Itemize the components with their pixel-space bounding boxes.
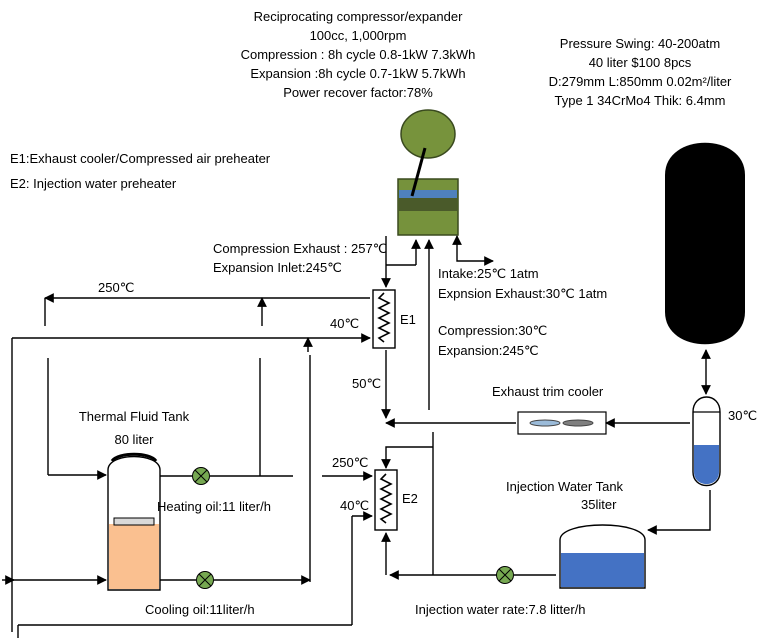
compressor-piston — [399, 190, 457, 198]
legend: E1:Exhaust cooler/Compressed air preheat… — [10, 151, 271, 191]
piping — [2, 235, 711, 638]
label-40-e2: 40℃ — [340, 498, 369, 513]
label-250-top: 250℃ — [98, 280, 134, 295]
pump-cooling — [196, 571, 214, 589]
heat-exchanger-e1 — [372, 289, 396, 349]
pressure-vessel — [665, 142, 745, 345]
label-50: 50℃ — [352, 376, 381, 391]
label-intake: Intake:25℃ 1atm — [438, 266, 539, 281]
diagram-labels: Compression Exhaust : 257℃ Expansion Inl… — [79, 241, 757, 617]
label-injection-rate: Injection water rate:7.8 litter/h — [415, 602, 586, 617]
tank-divider — [113, 517, 155, 526]
injection-water-level — [561, 553, 644, 587]
compressor-cylinder — [399, 198, 457, 211]
pump-heating — [192, 467, 210, 485]
label-exhaust-trim-cooler: Exhaust trim cooler — [492, 384, 604, 399]
label-expansion-245: Expansion:245℃ — [438, 343, 539, 358]
label-e2: E2 — [402, 491, 418, 506]
pressure-swing: Pressure Swing: 40-200atm — [560, 36, 720, 51]
label-injection-volume: 35liter — [581, 497, 617, 512]
separator — [692, 396, 721, 487]
compressor-title: Reciprocating compressor/expander — [254, 9, 463, 24]
pump-injection — [496, 566, 514, 584]
label-expansion-inlet: Expansion Inlet:245℃ — [213, 260, 342, 275]
label-tank-title: Thermal Fluid Tank — [79, 409, 190, 424]
label-tank-volume: 80 liter — [114, 432, 154, 447]
compressor-spec-block: Reciprocating compressor/expander 100cc,… — [241, 9, 476, 100]
label-250-e2: 250℃ — [332, 455, 368, 470]
legend-e2: E2: Injection water preheater — [10, 176, 177, 191]
label-expansion-exhaust: Expnsion Exhaust:30℃ 1atm — [438, 286, 607, 301]
compressor-flywheel — [400, 109, 456, 159]
exhaust-trim-cooler — [517, 411, 607, 435]
thermal-fluid-tank — [107, 452, 161, 591]
legend-e1: E1:Exhaust cooler/Compressed air preheat… — [10, 151, 271, 166]
label-compression-30: Compression:30℃ — [438, 323, 547, 338]
label-heating-oil: Heating oil:11 liter/h — [157, 499, 271, 514]
injection-water-tank — [559, 524, 646, 589]
compressor-speed: 100cc, 1,000rpm — [310, 28, 407, 43]
compressor-expander — [397, 109, 459, 236]
pressure-vessel-spec-block: Pressure Swing: 40-200atm 40 liter $100 … — [549, 36, 732, 108]
oil-level — [109, 524, 159, 589]
vessel-dimensions: D:279mm L:850mm 0.02m²/liter — [549, 74, 732, 89]
label-e1: E1 — [400, 312, 416, 327]
pressure-vessel-body — [665, 142, 745, 345]
heat-exchanger-e2 — [374, 469, 398, 531]
expansion-spec: Expansion :8h cycle 0.7-1kW 5.7kWh — [250, 66, 465, 81]
label-40-e1: 40℃ — [330, 316, 359, 331]
label-30-right: 30℃ — [728, 408, 757, 423]
vessel-material: Type 1 34CrMo4 Thik: 6.4mm — [555, 93, 726, 108]
power-recover-factor: Power recover factor:78% — [283, 85, 433, 100]
label-compression-exhaust: Compression Exhaust : 257℃ — [213, 241, 387, 256]
connecting-rod — [410, 147, 427, 197]
label-injection-tank: Injection Water Tank — [506, 479, 624, 494]
label-cooling-oil: Cooling oil:11liter/h — [145, 602, 255, 617]
compression-spec: Compression : 8h cycle 0.8-1kW 7.3kWh — [241, 47, 476, 62]
vessel-volume-cost: 40 liter $100 8pcs — [589, 55, 692, 70]
